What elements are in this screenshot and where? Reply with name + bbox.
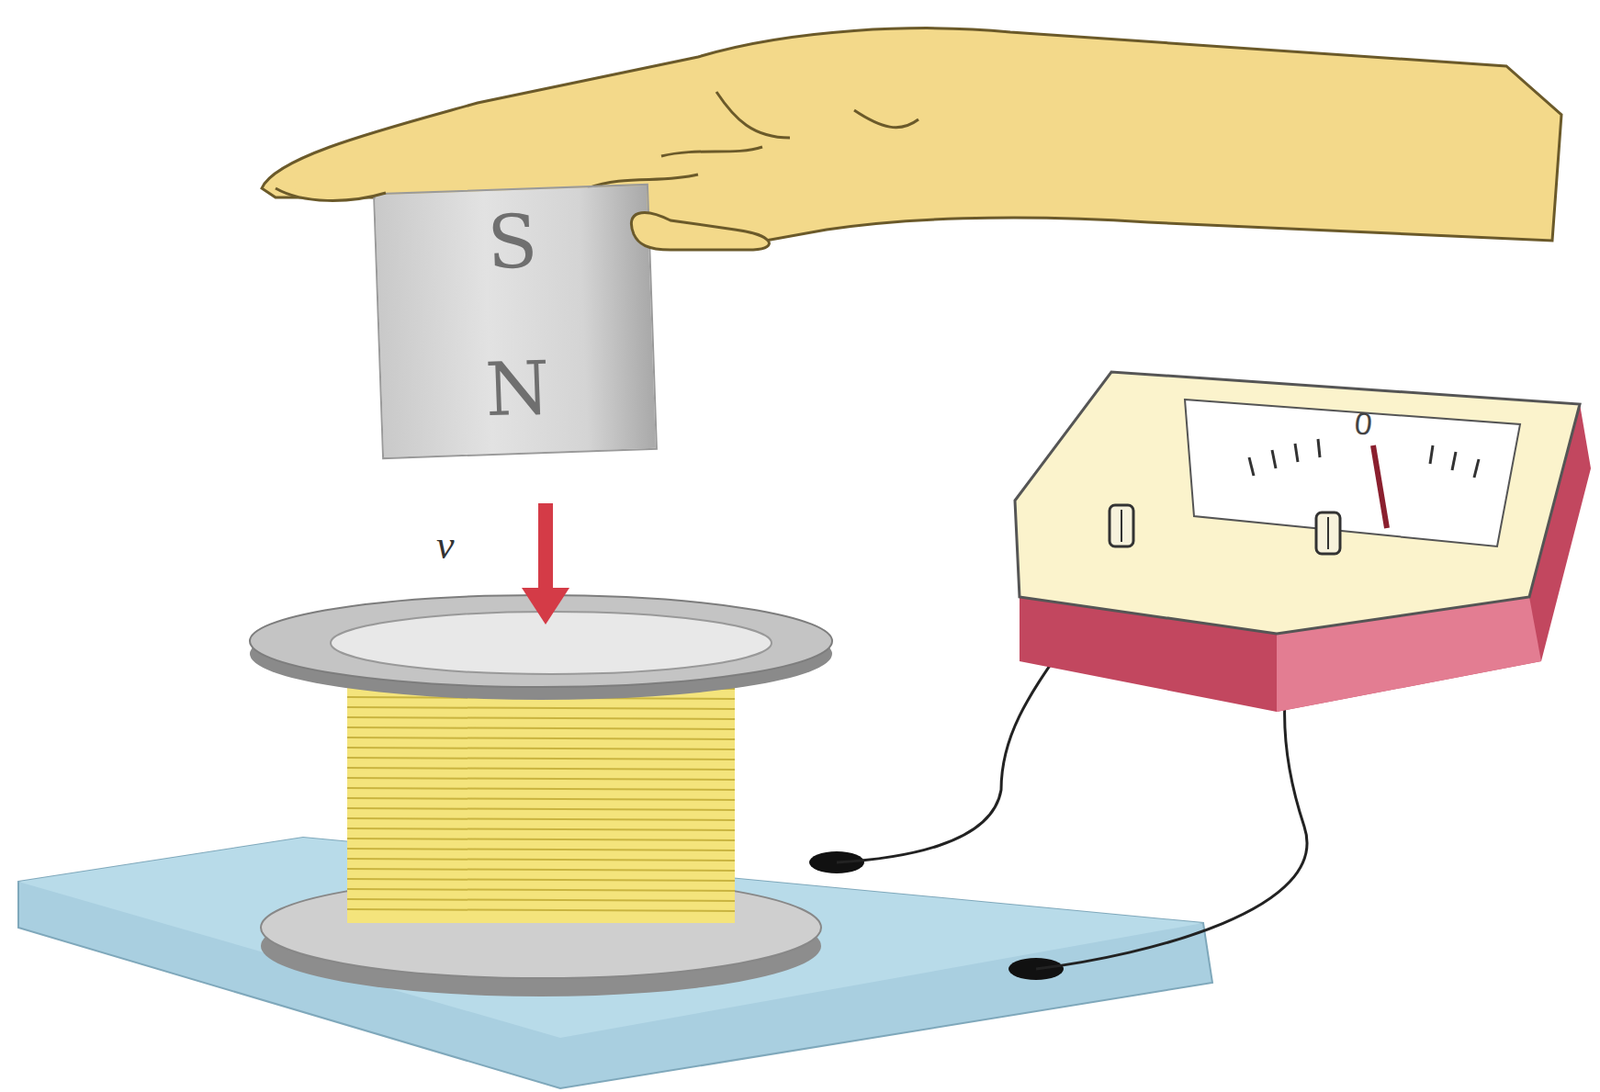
binding-post (1316, 512, 1341, 554)
coil-opening (330, 611, 772, 675)
coil-turn (347, 798, 735, 800)
coil-turn (347, 878, 735, 881)
coil-turn (347, 909, 735, 912)
scale-zero: 0 (1352, 405, 1375, 443)
coil-turn (347, 858, 735, 861)
coil-turn (347, 727, 735, 730)
velocity-label: v (436, 521, 455, 569)
coil-turn (347, 767, 735, 770)
scale-ticks (1249, 439, 1479, 478)
velocity-arrow (538, 503, 553, 593)
coil-turn (347, 868, 735, 871)
meter-face (1014, 371, 1580, 634)
meter-body (1001, 358, 1599, 726)
pole-label: N (380, 341, 655, 437)
coil-turn (347, 899, 735, 902)
fingertip (275, 188, 386, 201)
needle (1373, 445, 1387, 529)
coil-turn (347, 777, 735, 780)
pole-label: S (374, 194, 650, 290)
coil-turn (347, 889, 735, 891)
bar-magnet: SN (372, 183, 658, 460)
coil-turn (347, 848, 735, 851)
binding-post (1109, 505, 1134, 547)
coil-turn (347, 757, 735, 760)
coil-turn (347, 717, 735, 720)
coil-turn (347, 747, 735, 750)
finger-lines (587, 91, 919, 189)
coil-turn (347, 828, 735, 831)
galvanometer: 0 (1001, 358, 1599, 726)
coil-turn (347, 818, 735, 821)
thumb (630, 213, 769, 250)
coil-turn (347, 737, 735, 740)
arrow-head (521, 587, 570, 625)
scale-arc (1230, 438, 1498, 469)
coil-turn (347, 838, 735, 841)
coil-turn (347, 788, 735, 790)
coil-turn (347, 808, 735, 811)
meter-dial (1184, 399, 1521, 547)
coil-turn (347, 707, 735, 710)
